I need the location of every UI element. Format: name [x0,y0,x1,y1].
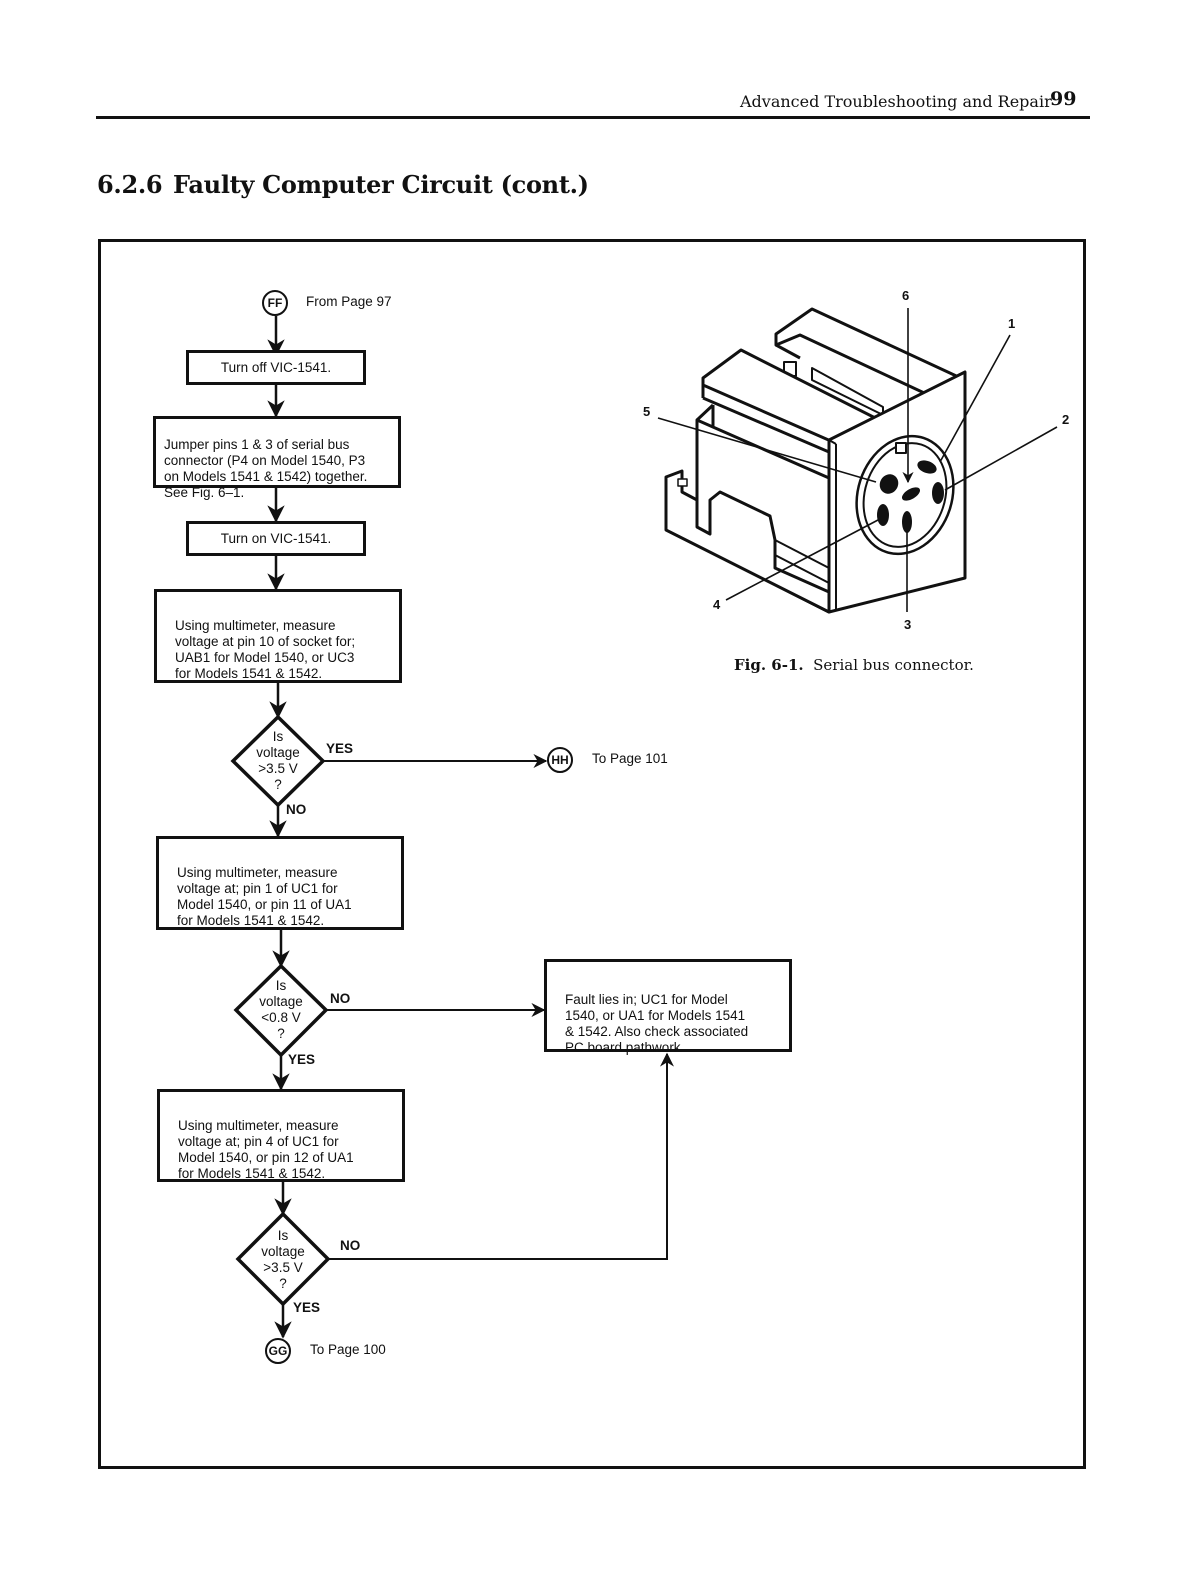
step-measure-pin10: Using multimeter, measure voltage at pin… [154,589,402,683]
step-text: Turn on VIC-1541. [220,530,332,546]
running-head: Advanced Troubleshooting and Repair [740,92,1052,111]
pin-4 [877,504,889,526]
section-title: 6.2.6 Faulty Computer Circuit (cont.) [97,170,589,199]
connector-pins [877,460,944,533]
pin-6 [901,487,921,501]
decision-2-no-label: NO [330,991,351,1006]
pin-leader-lines [657,308,1058,612]
exit-connector-hh: HH [547,747,573,773]
step-measure-pin4-pin12: Using multimeter, measure voltage at; pi… [157,1089,405,1182]
connector-id: GG [268,1344,288,1358]
exit-connector-gg: GG [265,1338,291,1364]
decision-1-no-label: NO [286,802,307,817]
pin-label-5: 5 [643,404,651,419]
pin-label-4: 4 [713,597,721,612]
header-rule [96,116,1090,119]
decision-3-yes-label: YES [293,1300,321,1315]
step-text: Using multimeter, measure voltage at pin… [175,618,356,681]
pin-2 [932,482,944,504]
section-title-text: Faulty Computer Circuit (cont.) [173,170,589,199]
step-measure-pin1-pin11: Using multimeter, measure voltage at; pi… [156,836,404,930]
step-text: Using multimeter, measure voltage at; pi… [178,1118,354,1181]
section-number: 6.2.6 [97,170,163,199]
decision-1-yes-label: YES [326,741,354,756]
step-jumper-pins: Jumper pins 1 & 3 of serial bus connecto… [153,416,401,500]
decision-3-no-label: NO [340,1238,361,1253]
pin-5 [879,474,899,494]
pin-label-3: 3 [904,617,912,632]
decision-2-yes-label: YES [288,1052,316,1067]
pin-label-2: 2 [1062,412,1070,427]
connector-id: HH [551,753,569,767]
start-connector-label: From Page 97 [306,294,392,309]
step-turn-on: Turn on VIC-1541. [186,521,366,556]
fault-text: Fault lies in; UC1 for Model 1540, or UA… [565,992,749,1055]
flow-arrow-no [328,1052,674,1260]
exit-connector-gg-label: To Page 100 [310,1342,386,1357]
step-text: Jumper pins 1 & 3 of serial bus connecto… [164,437,368,500]
decision-2-text: Is voltage <0.8 V ? [259,978,303,1041]
step-text: Using multimeter, measure voltage at; pi… [177,865,352,928]
fault-box: Fault lies in; UC1 for Model 1540, or UA… [544,959,792,1055]
pin-3 [902,511,912,533]
step-text: Turn off VIC-1541. [220,359,332,375]
figure-caption: Fig. 6-1. Serial bus connector. [734,656,974,674]
pin-1 [917,460,937,474]
exit-connector-hh-label: To Page 101 [592,751,668,766]
decision-1-text: Is voltage >3.5 V ? [256,729,300,792]
connector-id: FF [267,296,283,310]
pin-label-6: 6 [902,288,910,303]
start-connector-ff: FF [262,290,288,316]
figure-frame [98,239,1086,1469]
page-number: 99 [1050,88,1077,110]
step-turn-off: Turn off VIC-1541. [186,350,366,385]
pin-label-1: 1 [1008,316,1016,331]
decision-3-text: Is voltage >3.5 V ? [261,1228,305,1291]
figure-caption-number: Fig. 6-1. [734,656,804,674]
figure-caption-text: Serial bus connector. [813,656,974,674]
